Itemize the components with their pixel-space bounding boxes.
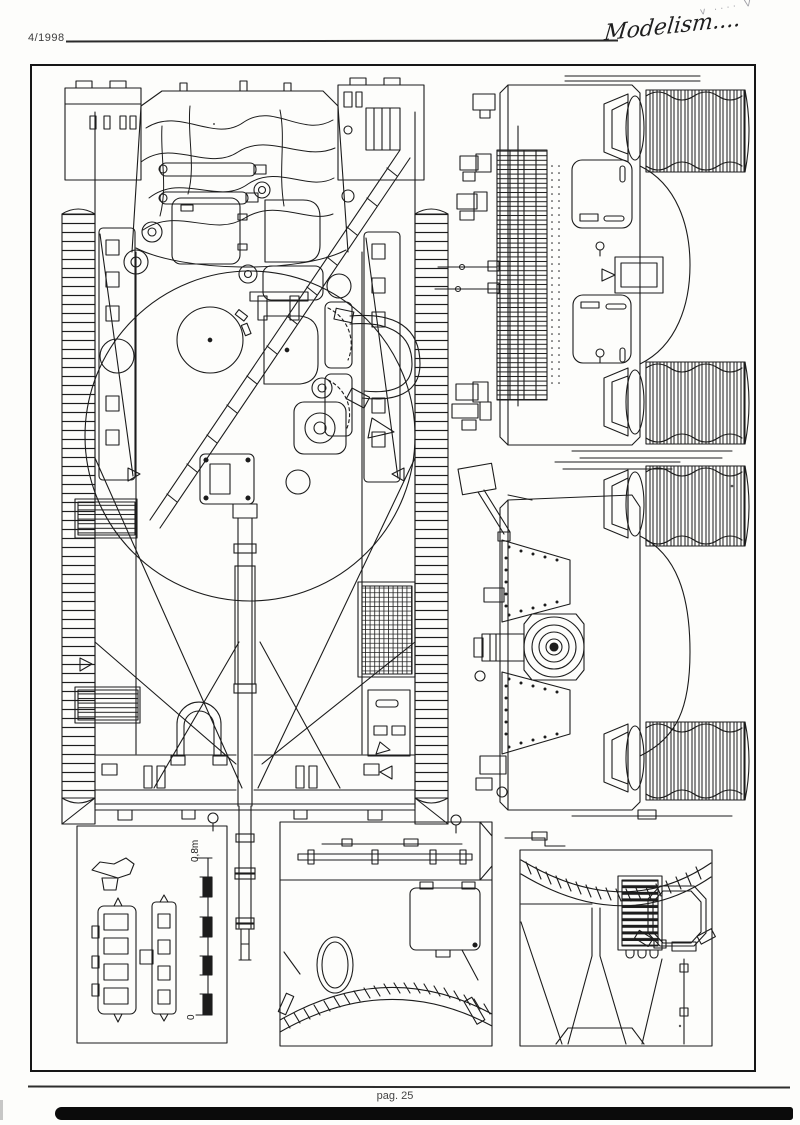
scale-bar: 0,8m 0 <box>186 840 213 1020</box>
gun-barrel-drawing <box>233 517 257 961</box>
hull-rear-detail-box <box>504 831 716 1047</box>
scan-edge-bar <box>55 1107 793 1120</box>
page-number: pag. 25 <box>376 1090 414 1102</box>
scan-edge-mark <box>0 1100 3 1120</box>
blueprint-frame: 0,8m 0 <box>30 64 756 1072</box>
issue-number: 4/1998 <box>28 32 65 44</box>
track-links-detail-box: 0,8m 0 <box>76 825 228 1044</box>
header-rule <box>65 39 619 43</box>
blueprint-canvas: 0,8m 0 <box>61 75 750 1047</box>
hull-front-detail-box <box>277 821 493 1047</box>
top-view-drawing <box>61 77 462 834</box>
scale-zero-label: 0 <box>186 1014 197 1020</box>
front-view-drawing <box>434 75 750 459</box>
scan-specks <box>213 123 734 1028</box>
rear-view-drawing <box>457 461 750 820</box>
footer-rule <box>27 1085 791 1089</box>
scale-top-label: 0,8m <box>190 840 201 862</box>
